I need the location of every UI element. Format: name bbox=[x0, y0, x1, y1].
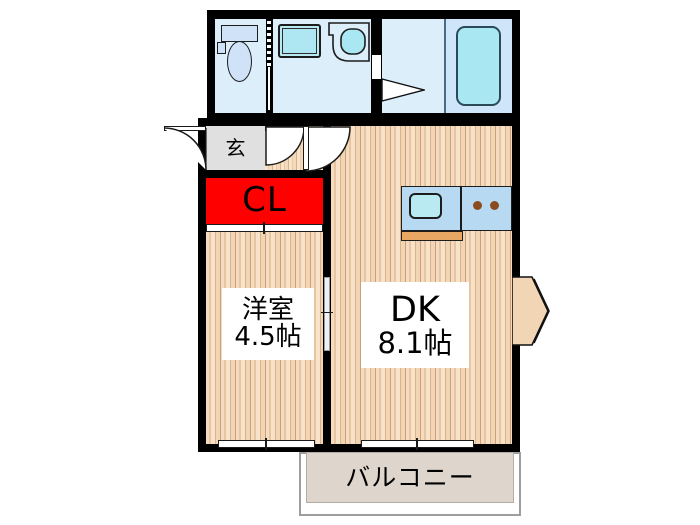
balcony-label: バルコニー bbox=[345, 462, 475, 492]
kitchen-sink-fixture bbox=[409, 193, 442, 219]
bath-door-swing-indicator bbox=[381, 78, 425, 102]
western-room-area: 4.5帖 bbox=[234, 322, 302, 352]
dk-window-mark bbox=[416, 438, 418, 450]
gas-stove-burner-right bbox=[490, 201, 499, 210]
room-divider-sliding-door[interactable] bbox=[324, 277, 330, 351]
dining-kitchen-label-group: DK 8.1帖 bbox=[361, 282, 469, 368]
dk-door-leaf[interactable] bbox=[303, 126, 309, 170]
gas-stove-burner-left bbox=[473, 201, 482, 210]
kitchen-counter-front-edge bbox=[401, 231, 463, 241]
toilet-bowl-fixture bbox=[227, 41, 252, 82]
washing-machine-pan-inner bbox=[282, 28, 317, 54]
closet-sliding-door-left[interactable] bbox=[206, 224, 266, 232]
bay-window-fixture bbox=[512, 276, 550, 346]
bathtub-fixture bbox=[456, 26, 501, 106]
toilet-partition-vent bbox=[267, 21, 271, 66]
western-room-window-left[interactable] bbox=[218, 440, 268, 448]
closet-fill bbox=[206, 178, 323, 224]
balcony-floor bbox=[306, 452, 514, 503]
toilet-door-panel[interactable] bbox=[267, 66, 271, 111]
entrance-label: 玄 bbox=[225, 135, 246, 160]
bath-door-opening[interactable] bbox=[372, 55, 381, 79]
western-room-label-group: 洋室 4.5帖 bbox=[222, 288, 314, 360]
closet-sliding-door-right[interactable] bbox=[263, 224, 323, 232]
dining-kitchen-name: DK bbox=[390, 289, 440, 330]
entrance-door-swing-arc bbox=[163, 127, 207, 170]
dining-kitchen-area: 8.1帖 bbox=[377, 326, 453, 361]
toilet-flush-lever-icon bbox=[217, 42, 226, 54]
bathtub-divider bbox=[444, 19, 446, 113]
western-room-window-mark bbox=[265, 438, 267, 450]
room-divider-door-mark bbox=[321, 312, 333, 314]
dk-window-right[interactable] bbox=[416, 440, 474, 448]
closet-door-center-mark bbox=[263, 222, 265, 234]
toilet-tank-fixture bbox=[221, 25, 258, 42]
dk-door-swing-arc[interactable] bbox=[305, 126, 351, 172]
dk-window-left[interactable] bbox=[361, 440, 419, 448]
washroom-door-swing-arc bbox=[265, 126, 305, 166]
kitchen-counter-divider bbox=[460, 186, 462, 231]
wash-basin-fixture bbox=[328, 22, 370, 62]
closet-label: CL bbox=[242, 180, 287, 221]
western-room-name: 洋室 bbox=[241, 294, 294, 325]
entrance-floor bbox=[206, 126, 265, 170]
western-room-window-right[interactable] bbox=[265, 440, 315, 448]
